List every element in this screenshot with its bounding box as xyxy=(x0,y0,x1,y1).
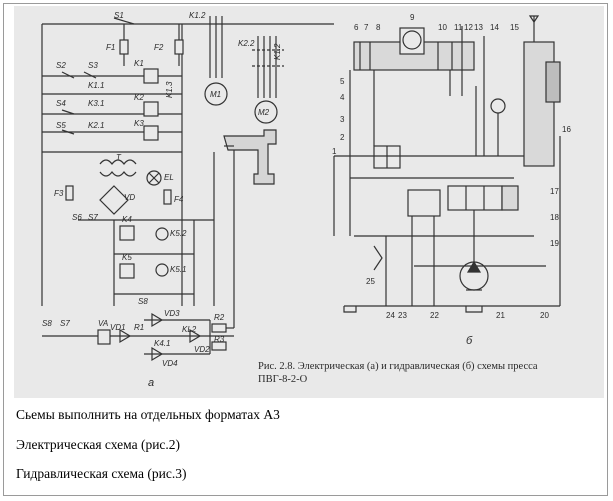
svg-text:2: 2 xyxy=(340,133,345,142)
svg-text:20: 20 xyxy=(540,311,549,320)
svg-text:VD2: VD2 xyxy=(194,345,210,354)
svg-text:13: 13 xyxy=(474,23,483,32)
svg-text:K2: K2 xyxy=(134,93,144,102)
svg-text:4: 4 xyxy=(340,93,345,102)
svg-text:K5.2: K5.2 xyxy=(170,229,187,238)
svg-text:9: 9 xyxy=(410,13,415,22)
svg-text:23: 23 xyxy=(398,311,407,320)
hydraulic-labels: 6 7 8 9 10 11 12 13 14 15 5 4 3 2 1 16 1… xyxy=(332,13,571,320)
svg-text:1: 1 xyxy=(332,147,337,156)
svg-text:K5: K5 xyxy=(122,253,132,262)
svg-text:15: 15 xyxy=(510,23,519,32)
svg-text:K1.2: K1.2 xyxy=(189,11,206,20)
svg-text:S6: S6 xyxy=(72,213,82,222)
svg-text:M1: M1 xyxy=(210,90,221,99)
svg-text:R2: R2 xyxy=(214,313,225,322)
svg-text:3: 3 xyxy=(340,115,345,124)
svg-text:K1.3: K1.3 xyxy=(165,81,174,98)
figure-caption-line1: Рис. 2.8. Электрическая (а) и гидравличе… xyxy=(258,361,538,372)
schematic-figure: S1 K1.2 F1 F2 K2.2 K1.2 S2 S3 K1 K1.1 K1… xyxy=(14,6,604,398)
electrical-schematic xyxy=(41,16,334,362)
svg-text:S4: S4 xyxy=(56,99,66,108)
svg-text:S8: S8 xyxy=(42,319,52,328)
svg-text:KL2: KL2 xyxy=(182,325,197,334)
svg-text:K4: K4 xyxy=(122,215,132,224)
svg-text:S2: S2 xyxy=(56,61,66,70)
svg-text:11: 11 xyxy=(454,23,463,32)
sublabel-b: б xyxy=(466,335,473,347)
svg-text:K1: K1 xyxy=(134,59,144,68)
instruction-line-format: Сьемы выполнить на отдельных форматах А3 xyxy=(16,407,280,422)
instruction-line-electrical: Электрическая схема (рис.2) xyxy=(16,436,181,452)
svg-text:19: 19 xyxy=(550,239,559,248)
svg-text:14: 14 xyxy=(490,23,499,32)
svg-text:6: 6 xyxy=(354,23,359,32)
svg-text:S7: S7 xyxy=(88,213,98,222)
svg-text:17: 17 xyxy=(550,187,559,196)
svg-text:K3.1: K3.1 xyxy=(88,99,104,108)
svg-text:K3: K3 xyxy=(134,119,144,128)
svg-text:25: 25 xyxy=(366,277,375,286)
content-frame: S1 K1.2 F1 F2 K2.2 K1.2 S2 S3 K1 K1.1 K1… xyxy=(3,3,608,496)
svg-text:10: 10 xyxy=(438,23,447,32)
svg-text:S5: S5 xyxy=(56,121,66,130)
svg-text:22: 22 xyxy=(430,311,439,320)
svg-text:K4.1: K4.1 xyxy=(154,339,170,348)
figure-caption-line2: ПВГ-8-2-О xyxy=(258,374,308,385)
svg-text:R3: R3 xyxy=(214,335,225,344)
svg-text:21: 21 xyxy=(496,311,505,320)
svg-text:S8: S8 xyxy=(138,297,148,306)
instruction-line-hydraulic: Гидравлическая схема (рис.3) xyxy=(16,466,187,481)
instructions-block: Сьемы выполнить на отдельных форматах А3… xyxy=(16,406,601,495)
sublabel-a: а xyxy=(148,377,154,389)
svg-text:S7: S7 xyxy=(60,319,70,328)
svg-text:VD4: VD4 xyxy=(162,359,178,368)
svg-text:VA: VA xyxy=(98,319,108,328)
svg-text:12: 12 xyxy=(464,23,473,32)
schematic-drawing: S1 K1.2 F1 F2 K2.2 K1.2 S2 S3 K1 K1.1 K1… xyxy=(14,6,604,398)
svg-text:K2.1: K2.1 xyxy=(88,121,104,130)
svg-text:S3: S3 xyxy=(88,61,98,70)
svg-text:VD: VD xyxy=(124,193,135,202)
svg-text:24: 24 xyxy=(386,311,395,320)
svg-text:K1.2: K1.2 xyxy=(273,43,282,60)
electrical-labels: S1 K1.2 F1 F2 K2.2 K1.2 S2 S3 K1 K1.1 K1… xyxy=(42,11,282,368)
svg-text:VD1: VD1 xyxy=(110,323,126,332)
svg-text:16: 16 xyxy=(562,125,571,134)
svg-text:EL: EL xyxy=(164,173,174,182)
svg-text:18: 18 xyxy=(550,213,559,222)
svg-text:S1: S1 xyxy=(114,11,124,20)
svg-text:VD3: VD3 xyxy=(164,309,180,318)
svg-text:K5.1: K5.1 xyxy=(170,265,186,274)
svg-text:T: T xyxy=(116,153,122,162)
svg-text:7: 7 xyxy=(364,23,369,32)
svg-text:F2: F2 xyxy=(154,43,164,52)
svg-text:K1.1: K1.1 xyxy=(88,81,104,90)
svg-text:K2.2: K2.2 xyxy=(238,39,255,48)
svg-text:F3: F3 xyxy=(54,189,64,198)
svg-text:F4: F4 xyxy=(174,195,184,204)
svg-text:8: 8 xyxy=(376,23,381,32)
svg-text:M2: M2 xyxy=(258,108,270,117)
svg-text:F1: F1 xyxy=(106,43,115,52)
hydraulic-schematic xyxy=(333,15,561,313)
svg-text:5: 5 xyxy=(340,77,345,86)
svg-text:R1: R1 xyxy=(134,323,144,332)
